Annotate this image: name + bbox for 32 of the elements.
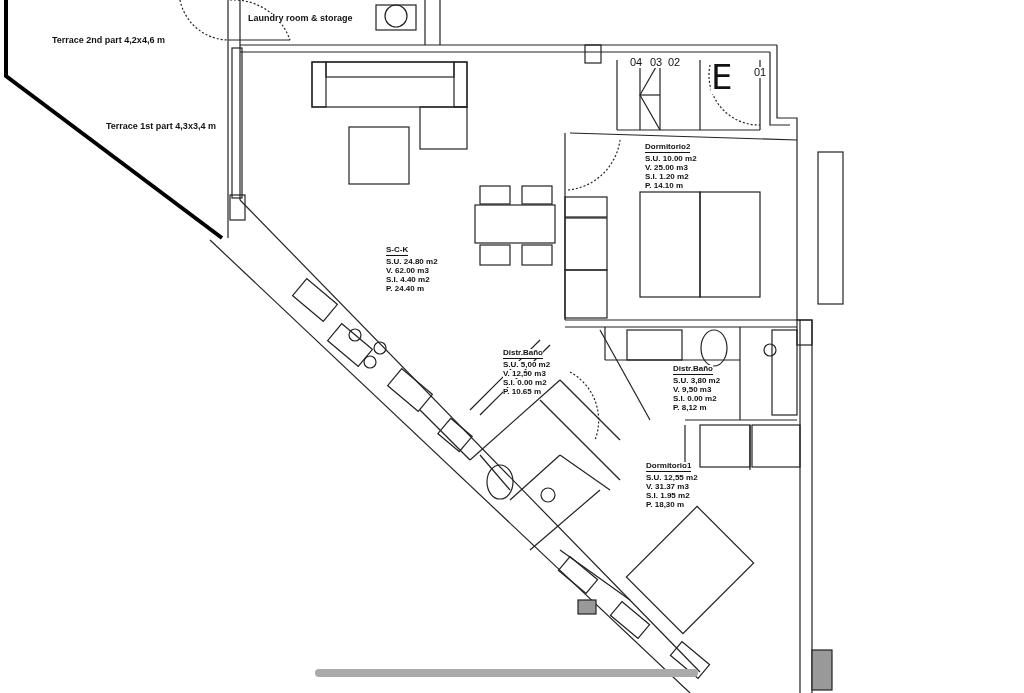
area-label: Terrace 1st part 4,3x3,4 m [106, 122, 216, 131]
step-number: 01 [754, 67, 767, 78]
room-data-row: S.U. 5,00 m2 [503, 361, 551, 369]
room-data-row: S.U. 3,80 m2 [673, 377, 721, 385]
step-number: 02 [668, 57, 681, 68]
room-data-row: S.I. 0.00 m2 [503, 379, 547, 387]
room-name: S-C-K [386, 246, 409, 256]
room-label: Laundry room & storage [248, 14, 353, 23]
step-number: 03 [650, 57, 663, 68]
room-data-row: V. 12,50 m3 [503, 370, 546, 378]
room-data-row: V. 62.00 m3 [386, 267, 429, 275]
room-data-row: V. 25.00 m3 [645, 164, 688, 172]
room-data-row: S.I. 4.40 m2 [386, 276, 430, 284]
room-data-row: S.U. 10.00 m2 [645, 155, 697, 163]
room-data-row: S.U. 24.80 m2 [386, 258, 438, 266]
room-name: Dormitorio2 [645, 143, 691, 153]
room-data-row: S.I. 0.00 m2 [673, 395, 717, 403]
room-data-row: V. 9,50 m3 [673, 386, 712, 394]
room-data-row: P. 24.40 m [386, 285, 425, 293]
room-data-row: S.I. 1.20 m2 [645, 173, 689, 181]
room-name: Distr.Baño [503, 349, 543, 359]
area-label: Terrace 2nd part 4,2x4,6 m [52, 36, 165, 45]
room-data-row: P. 18,30 m [646, 501, 685, 509]
step-number: 04 [630, 57, 643, 68]
room-data-row: P. 8,12 m [673, 404, 707, 412]
room-name: Dormitorio1 [646, 462, 692, 472]
room-name: Distr.Baño [673, 365, 713, 375]
room-data-row: V. 31.37 m3 [646, 483, 689, 491]
room-data-row: S.I. 1.95 m2 [646, 492, 690, 500]
room-data-row: P. 14.10 m [645, 182, 684, 190]
room-data-row: P. 10.65 m [503, 388, 542, 396]
room-data-row: S.U. 12,55 m2 [646, 474, 698, 482]
